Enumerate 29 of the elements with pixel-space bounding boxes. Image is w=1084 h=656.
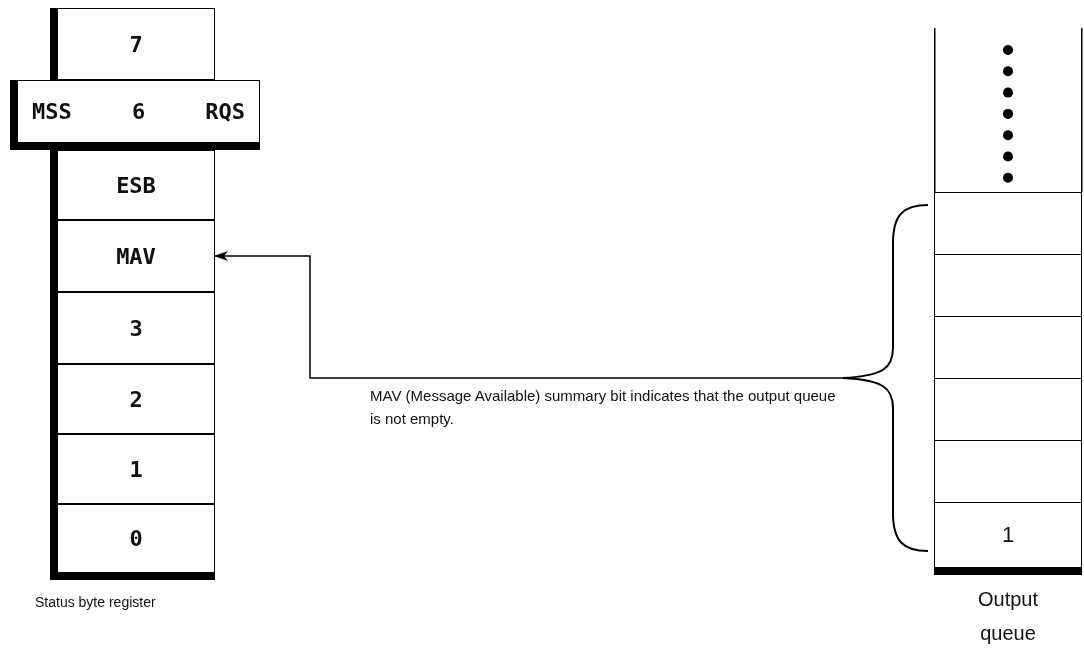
register-bit [50, 504, 215, 580]
register-bit [50, 434, 215, 504]
bit-label: MAV [116, 243, 156, 269]
queue-slot [934, 192, 1082, 255]
arrow [214, 251, 844, 379]
register-bit [50, 292, 215, 364]
register-bit [50, 220, 215, 292]
register-bit [10, 80, 260, 150]
register-bit [50, 8, 215, 80]
register-bit [50, 364, 215, 434]
bit-label: 7 [129, 31, 143, 57]
bit-label: RQS [205, 99, 245, 124]
queue-label: Output queue [976, 587, 1039, 646]
queue-slot [934, 502, 1082, 575]
queue-slot [934, 378, 1082, 441]
bit-label: 0 [129, 526, 143, 551]
bit-label: ESB [116, 172, 156, 198]
bit-label: MSS [32, 99, 72, 124]
bit-label: 3 [129, 315, 143, 341]
bit-label: 1 [1001, 522, 1015, 548]
register-bit [50, 150, 215, 220]
queue-slot [934, 254, 1082, 317]
queue-slot [934, 440, 1082, 503]
register-label: Status byte register [35, 594, 156, 611]
bit-label: 6 [131, 99, 146, 124]
curly-brace [843, 203, 928, 553]
bit-label: 2 [129, 386, 143, 412]
bit-label: 1 [129, 456, 143, 482]
queue-slot [934, 316, 1082, 379]
